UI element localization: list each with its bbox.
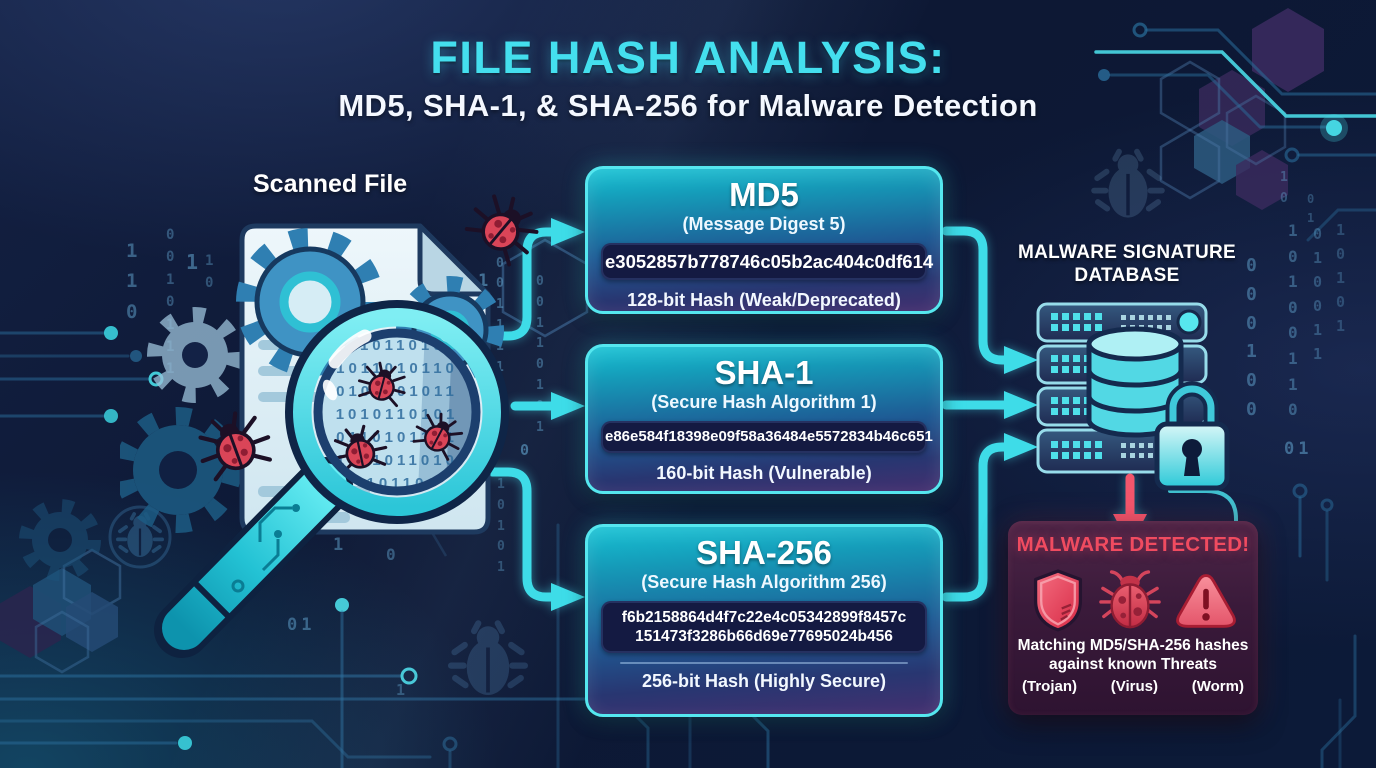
page-subtitle: MD5, SHA-1, & SHA-256 for Malware Detect… <box>338 88 1038 123</box>
bug-icon <box>1099 570 1161 629</box>
gear-icon <box>120 407 241 533</box>
gear-icon <box>147 307 243 403</box>
circled-bug-icon <box>108 505 172 569</box>
malware-signature-database-label: MALWARE SIGNATURE DATABASE <box>1018 242 1236 288</box>
threat-type-labels: (Trojan) (Virus) (Worm) <box>1008 675 1258 695</box>
md5-subtitle: (Message Digest 5) <box>682 213 846 234</box>
sha1-hash-value: e86e584f18398e09f58a36484e5572834b46c651 <box>601 420 933 454</box>
db-label-line2: DATABASE <box>1074 264 1180 286</box>
alert-description-line1: Matching MD5/SHA-256 hashes <box>1017 637 1249 654</box>
malware-database-illustration <box>1036 302 1230 491</box>
svg-text:1011010110: 1011010110 <box>336 360 458 377</box>
md5-hash-value: e3052857b778746c05b2ac404c0df614 <box>601 242 933 280</box>
arrow-sha256-to-db <box>941 442 1009 602</box>
arrow-file-to-md5 <box>487 227 556 341</box>
md5-strength-caption: 128-bit Hash (Weak/Deprecated) <box>627 289 901 310</box>
threat-icons-row <box>1008 563 1258 637</box>
sha1-card: SHA-1 (Secure Hash Algorithm 1) e86e584f… <box>585 344 943 494</box>
malware-detected-title: MALWARE DETECTED! <box>1016 533 1250 556</box>
sha256-subtitle: (Secure Hash Algorithm 256) <box>641 571 887 592</box>
sha1-title: SHA-1 <box>714 354 814 391</box>
threat-trojan-label: (Trojan) <box>1022 677 1077 695</box>
card-divider <box>619 662 909 665</box>
arrow-md5-to-db <box>941 226 1009 365</box>
gear-icon <box>236 228 384 376</box>
sha256-title: SHA-256 <box>696 534 832 571</box>
sha1-subtitle: (Secure Hash Algorithm 1) <box>651 391 877 412</box>
sha256-strength-caption: 256-bit Hash (Highly Secure) <box>641 671 887 692</box>
hexagon-decor-bottom-left <box>0 548 122 674</box>
threat-worm-label: (Worm) <box>1191 677 1244 695</box>
scanned-file-label: Scanned File <box>253 170 408 198</box>
malware-bug-icon <box>462 190 547 268</box>
shield-icon <box>1033 569 1082 632</box>
handle-circuit-decor <box>231 504 300 593</box>
md5-title: MD5 <box>729 176 799 213</box>
malware-detected-panel: MALWARE DETECTED! <box>1008 521 1258 715</box>
alert-description-line2: against known Threats <box>1049 655 1217 673</box>
md5-card: MD5 (Message Digest 5) e3052857b778746c0… <box>585 166 943 314</box>
warning-icon <box>1175 574 1236 628</box>
threat-virus-label: (Virus) <box>1110 677 1158 695</box>
gear-silhouette-icon <box>19 499 101 581</box>
sha256-hash-value: f6b2158864d4f7c22e4c05342899f8457c 15147… <box>601 600 927 654</box>
arrow-file-to-sha256 <box>487 467 556 602</box>
page-title: FILE HASH ANALYSIS: <box>430 32 946 83</box>
sha256-card: SHA-256 (Secure Hash Algorithm 256) f6b2… <box>585 524 943 717</box>
lock-icon <box>1154 381 1230 491</box>
db-label-line1: MALWARE SIGNATURE <box>1018 242 1236 263</box>
sha1-strength-caption: 160-bit Hash (Vulnerable) <box>656 463 872 484</box>
svg-text:1010110101: 1010110101 <box>336 406 459 423</box>
